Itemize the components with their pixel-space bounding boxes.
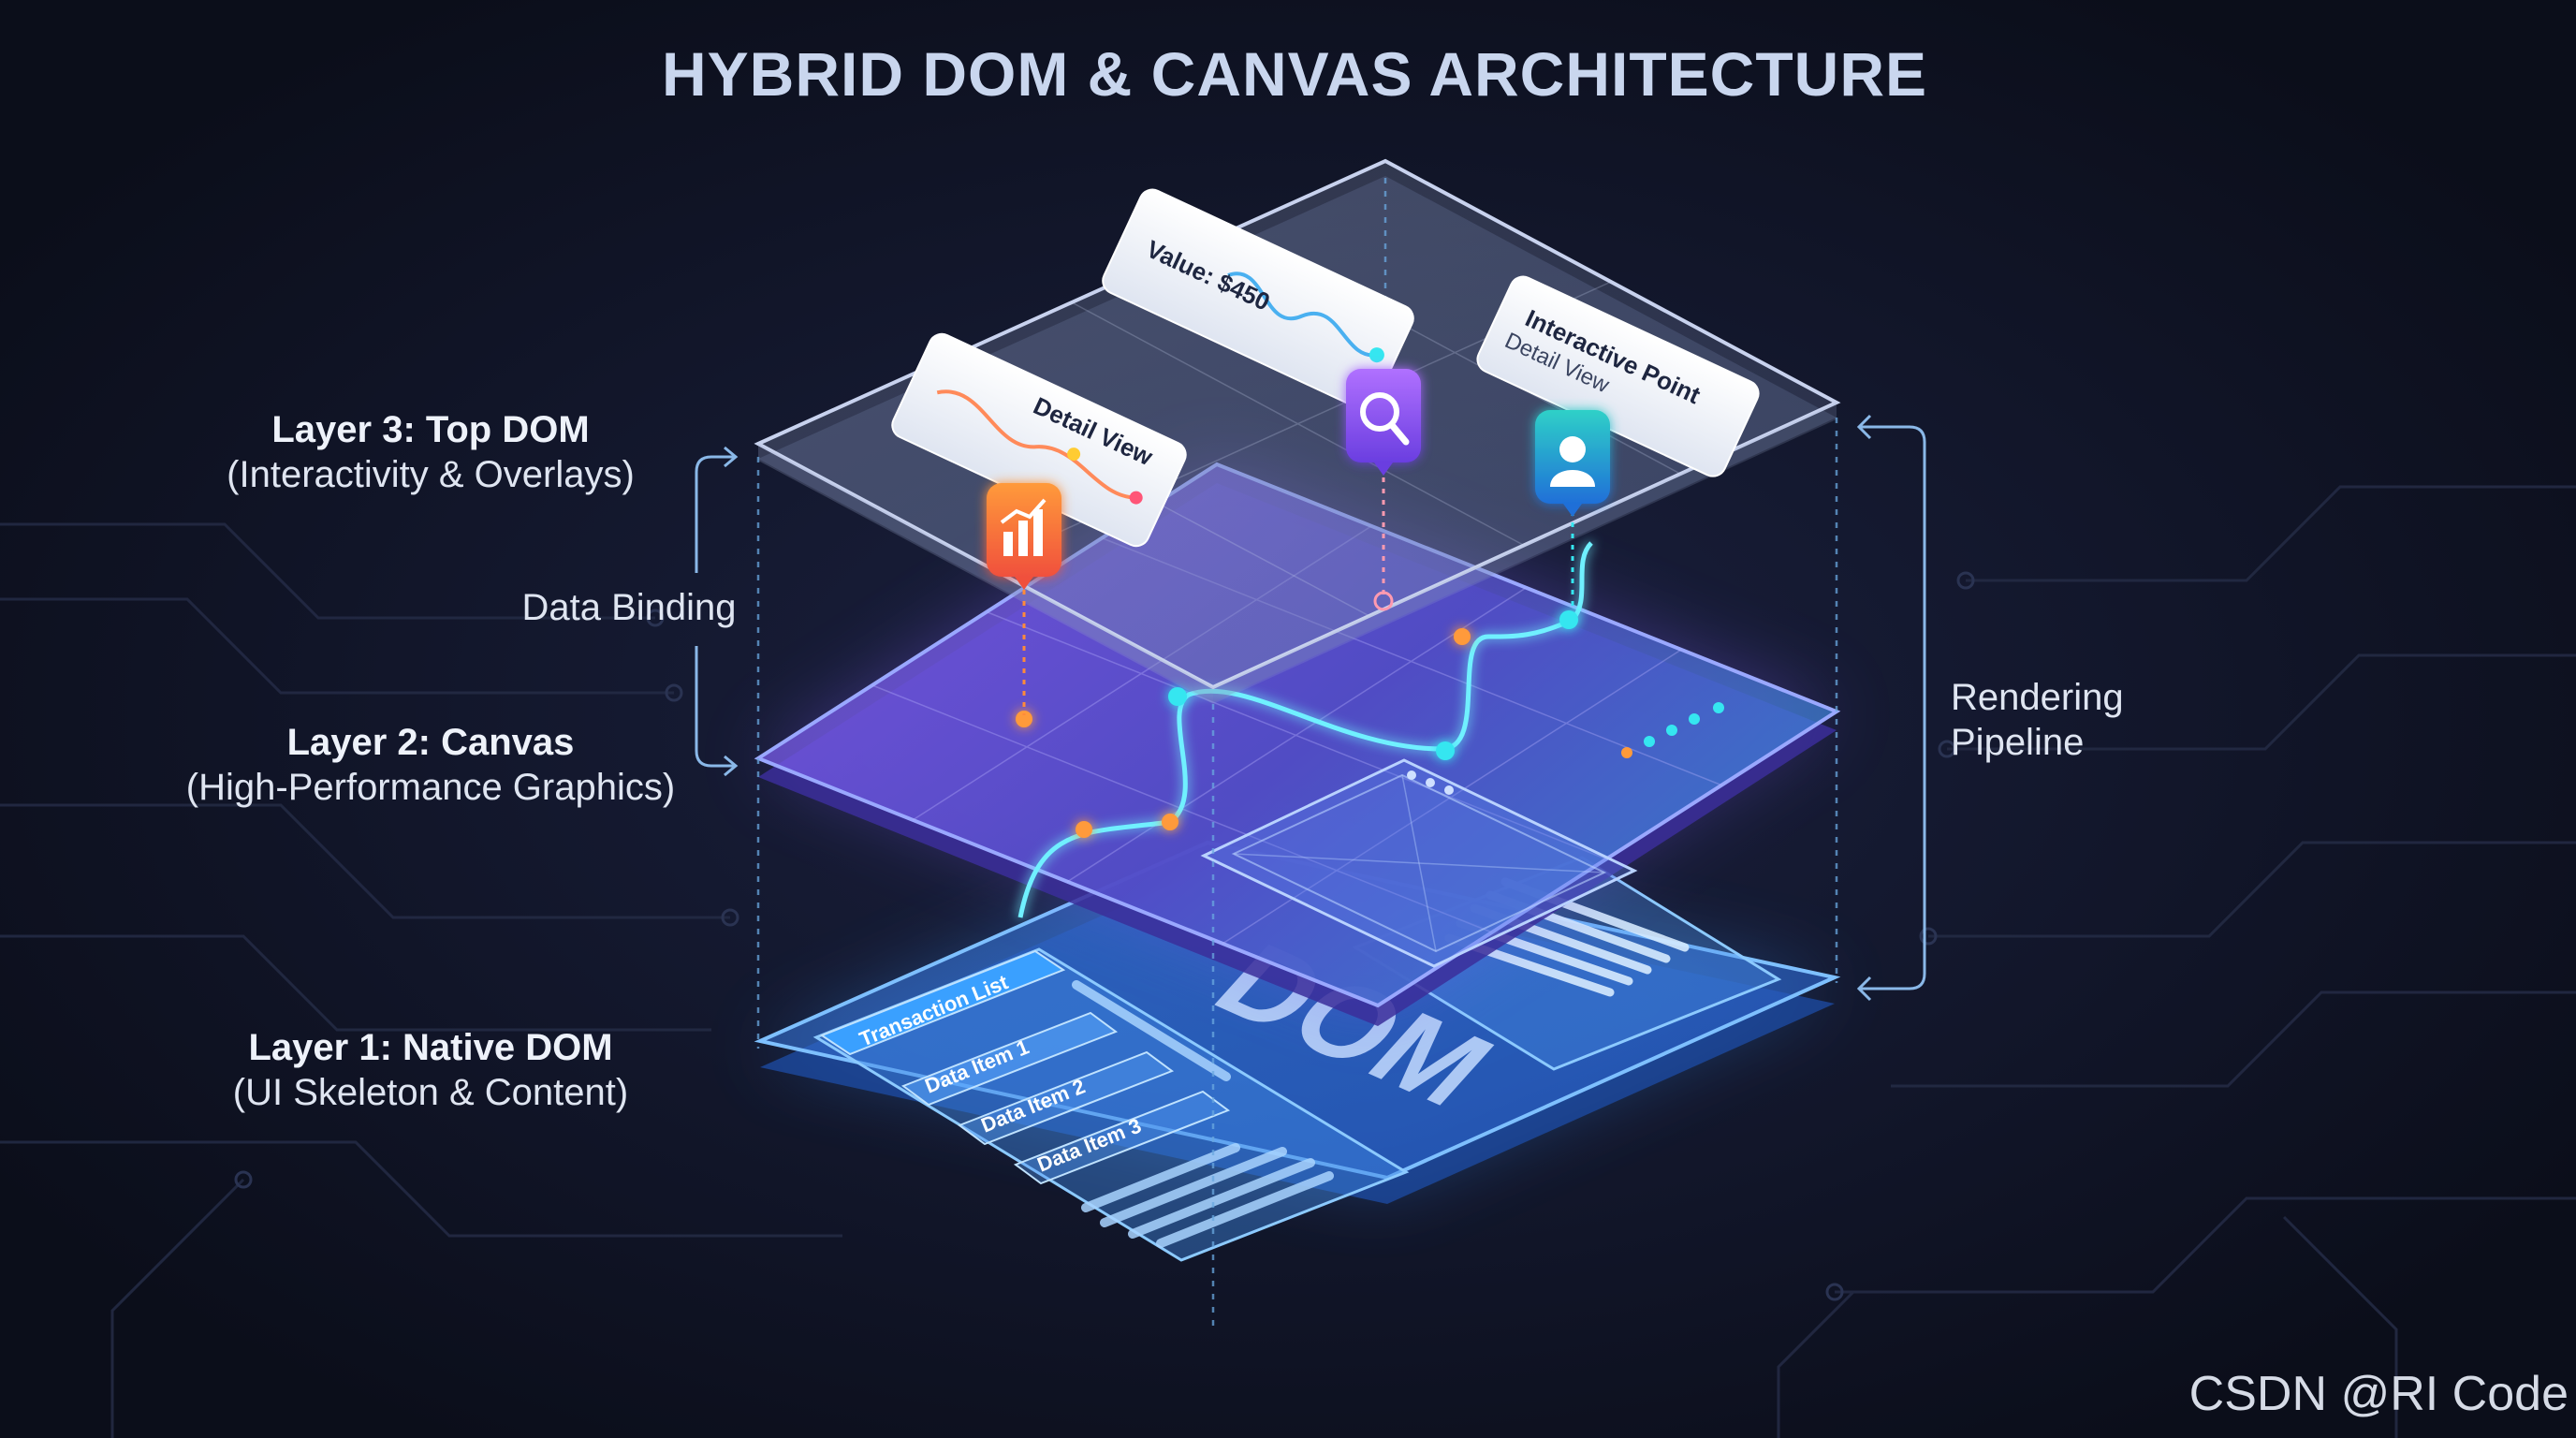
content-lines [1072, 980, 1334, 1248]
interactive-point-card: Interactive Point Detail View [1476, 275, 1760, 477]
circuit-nodes [234, 571, 1975, 1301]
layer-2-title: Layer 2: Canvas [287, 722, 575, 763]
layer-3-title: Layer 3: Top DOM [271, 409, 589, 450]
value-card: Value: $450 [1102, 188, 1414, 411]
layer-1-title: Layer 1: Native DOM [248, 1027, 612, 1068]
rendering-pipeline-label-line1: Rendering [1951, 677, 2124, 718]
user-icon [1535, 410, 1610, 517]
rendering-pipeline-label-line2: Pipeline [1951, 722, 2084, 763]
layer-1-description: (UI Skeleton & Content) [233, 1072, 628, 1113]
canvas-window-frame [1200, 758, 1638, 968]
magnifier-icon [1346, 369, 1421, 476]
watermark: CSDN @RI Code [2189, 1367, 2569, 1421]
rendering-pipeline-bracket [1856, 414, 1926, 1002]
circuit-background [0, 485, 2576, 1438]
data-binding-label: Data Binding [521, 587, 736, 628]
bar-chart-icon [987, 483, 1061, 590]
data-binding-bracket [695, 446, 739, 777]
canvas-grid [871, 525, 1723, 945]
canvas-curve [1017, 541, 1593, 918]
diagram-title: HYBRID DOM & CANVAS ARCHITECTURE [662, 39, 1927, 109]
canvas-dots [1621, 702, 1724, 758]
window-dots [1407, 770, 1454, 795]
layer-2-description: (High-Performance Graphics) [186, 767, 675, 808]
layer-2-canvas-plane [754, 462, 1841, 1026]
canvas-points [1016, 610, 1578, 838]
transaction-list-header [819, 949, 1066, 1056]
connector-anchor [1373, 591, 1394, 611]
layer-3-description: (Interactivity & Overlays) [227, 454, 635, 495]
